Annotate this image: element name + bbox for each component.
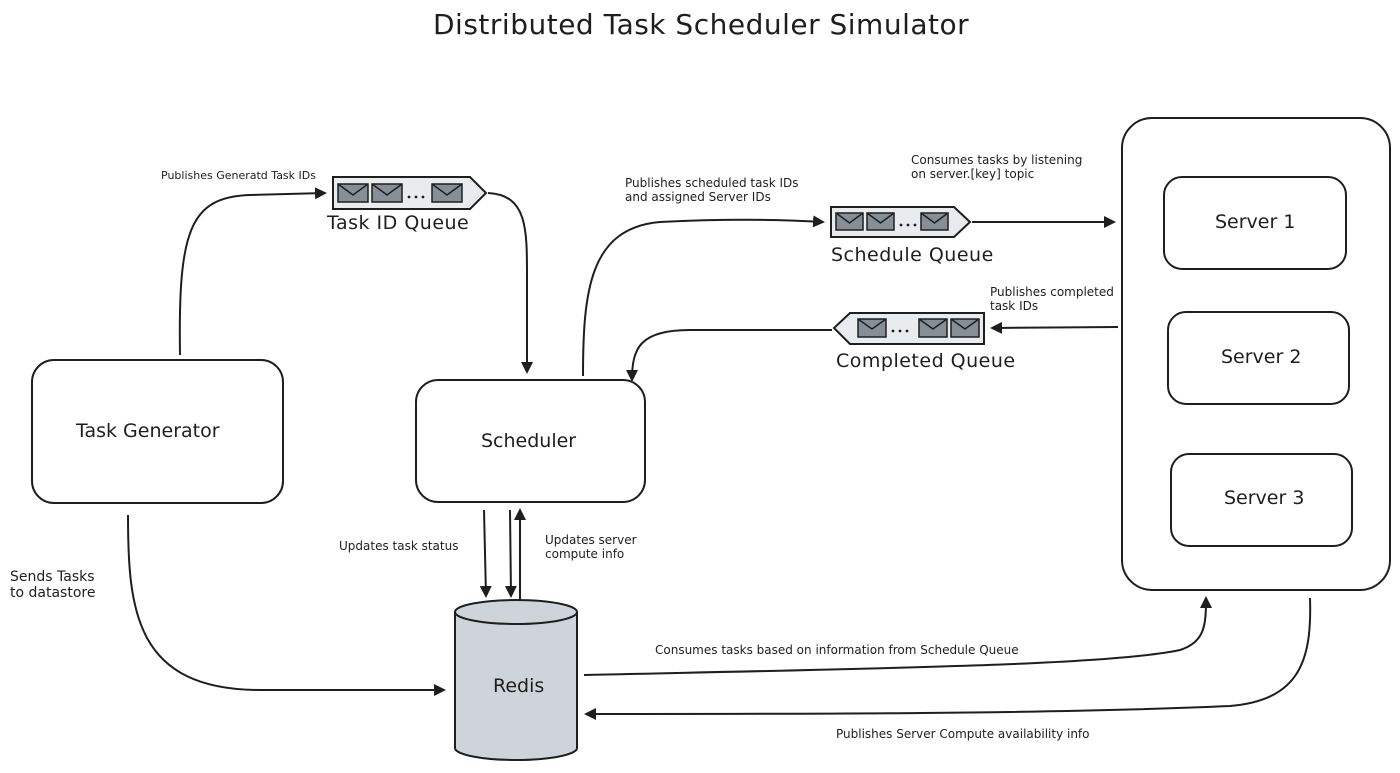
redis-cylinder [454, 599, 578, 761]
arrow-generator-to-redis [127, 514, 446, 696]
arrow-scheduler-to-redis-2 [504, 509, 517, 598]
sends-tasks-note: Sends Tasks to datastore [10, 569, 96, 602]
diagram-title: Distributed Task Scheduler Simulator [433, 8, 970, 41]
server-2-label: Server 2 [1221, 346, 1302, 368]
updates-server-compute-note: Updates server compute info [545, 533, 637, 561]
scheduler-box [415, 379, 646, 503]
server-1-label: Server 1 [1215, 211, 1296, 233]
server-3-box [1170, 453, 1353, 547]
updates-task-status-note: Updates task status [339, 539, 459, 553]
arrow-completed-queue-to-scheduler [626, 329, 832, 382]
publishes-completed-note: Publishes completed task IDs [990, 285, 1114, 313]
envelope-icon [337, 183, 369, 203]
server-3-label: Server 3 [1224, 487, 1305, 509]
arrow-scheduler-to-schedule-queue [582, 215, 825, 377]
schedule-queue-icon [830, 206, 972, 238]
task-id-queue-icon [332, 176, 488, 210]
arrow-task-queue-to-scheduler [487, 192, 533, 374]
publishes-server-compute-note: Publishes Server Compute availability in… [836, 727, 1090, 741]
envelope-icon [431, 183, 463, 203]
consumes-based-on-note: Consumes tasks based on information from… [655, 643, 1019, 657]
completed-queue-label: Completed Queue [836, 350, 1016, 372]
publishes-generated-note: Publishes Generatd Task IDs [161, 169, 316, 182]
scheduler-label: Scheduler [481, 430, 577, 452]
server-1-box [1163, 176, 1347, 270]
arrow-servers-to-completed-queue [990, 321, 1119, 334]
task-generator-box [31, 359, 284, 504]
publishes-scheduled-note: Publishes scheduled task IDs and assigne… [625, 176, 799, 204]
arrow-servers-to-redis [584, 597, 1312, 720]
redis-label: Redis [493, 675, 545, 697]
schedule-queue-label: Schedule Queue [831, 244, 994, 266]
arrow-generator-to-task-queue [178, 187, 327, 356]
server-2-box [1167, 311, 1350, 405]
envelope-icon [835, 212, 864, 231]
arrow-scheduler-to-redis-1 [479, 509, 492, 598]
task-generator-label: Task Generator [76, 420, 220, 442]
envelope-icon [918, 318, 948, 338]
arrow-redis-to-servers [583, 596, 1212, 676]
envelope-icon [857, 318, 887, 338]
consumes-listening-note: Consumes tasks by listening on server.[k… [911, 153, 1083, 181]
envelope-icon [950, 318, 980, 338]
task-id-queue-label: Task ID Queue [327, 212, 470, 234]
envelope-icon [371, 183, 403, 203]
completed-queue-icon [832, 312, 985, 345]
envelope-icon [920, 212, 949, 231]
envelope-icon [866, 212, 895, 231]
